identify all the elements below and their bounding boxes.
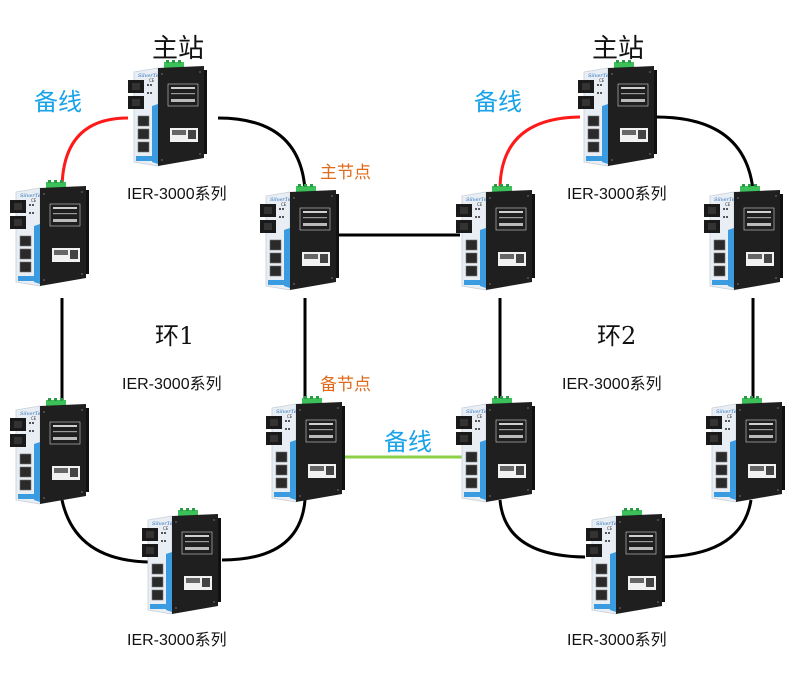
link-r2-rightbottom-bottom bbox=[659, 499, 753, 559]
device-r2-left-bottom[interactable] bbox=[455, 395, 536, 503]
r2-master-model-label: IER-3000系列 bbox=[567, 186, 667, 203]
ring1-label: 环1 bbox=[155, 322, 195, 350]
link-r2-leftbottom-bottom bbox=[498, 499, 586, 559]
r2-ring-model-label: IER-3000系列 bbox=[562, 376, 662, 393]
r1-master-model-label: IER-3000系列 bbox=[127, 186, 227, 203]
device-r2-master[interactable] bbox=[577, 59, 658, 167]
r1-backup-line-label: 备线 bbox=[34, 88, 82, 116]
r1-bottom-model-label: IER-3000系列 bbox=[127, 632, 227, 649]
link-r1-leftbottom-bottom bbox=[60, 499, 149, 564]
device-r2-right-bottom[interactable] bbox=[705, 395, 786, 503]
r2-bottom-model-label: IER-3000系列 bbox=[567, 632, 667, 649]
device-r1-primary-node[interactable] bbox=[259, 183, 340, 291]
device-r2-bottom[interactable] bbox=[585, 507, 666, 615]
ring2-label: 环2 bbox=[597, 322, 637, 350]
r1-master-station-label: 主站 bbox=[152, 34, 205, 64]
device-r2-left-top[interactable] bbox=[455, 183, 536, 291]
link-r2-backup-red bbox=[498, 115, 581, 191]
device-r1-backup-node[interactable] bbox=[265, 395, 346, 503]
link-r2-master-right bbox=[655, 115, 755, 191]
link-r1-backupnode-bottom bbox=[221, 499, 307, 562]
primary-node-label: 主节点 bbox=[320, 163, 371, 183]
r2-backup-line-label: 备线 bbox=[474, 88, 522, 116]
link-r1-backup-red bbox=[60, 116, 129, 191]
device-r2-right-top[interactable] bbox=[703, 183, 784, 291]
device-r1-left-top[interactable] bbox=[9, 179, 90, 287]
backup-node-label: 备节点 bbox=[320, 375, 371, 395]
device-r1-master[interactable] bbox=[127, 59, 208, 167]
device-r1-bottom[interactable] bbox=[141, 507, 222, 615]
device-r1-left-bottom[interactable] bbox=[9, 397, 90, 505]
link-r1-master-primary bbox=[217, 116, 307, 191]
inter-backup-line-label: 备线 bbox=[384, 428, 432, 456]
devices bbox=[9, 59, 786, 615]
r1-ring-model-label: IER-3000系列 bbox=[122, 376, 222, 393]
links bbox=[60, 115, 755, 564]
r2-master-station-label: 主站 bbox=[592, 34, 645, 64]
